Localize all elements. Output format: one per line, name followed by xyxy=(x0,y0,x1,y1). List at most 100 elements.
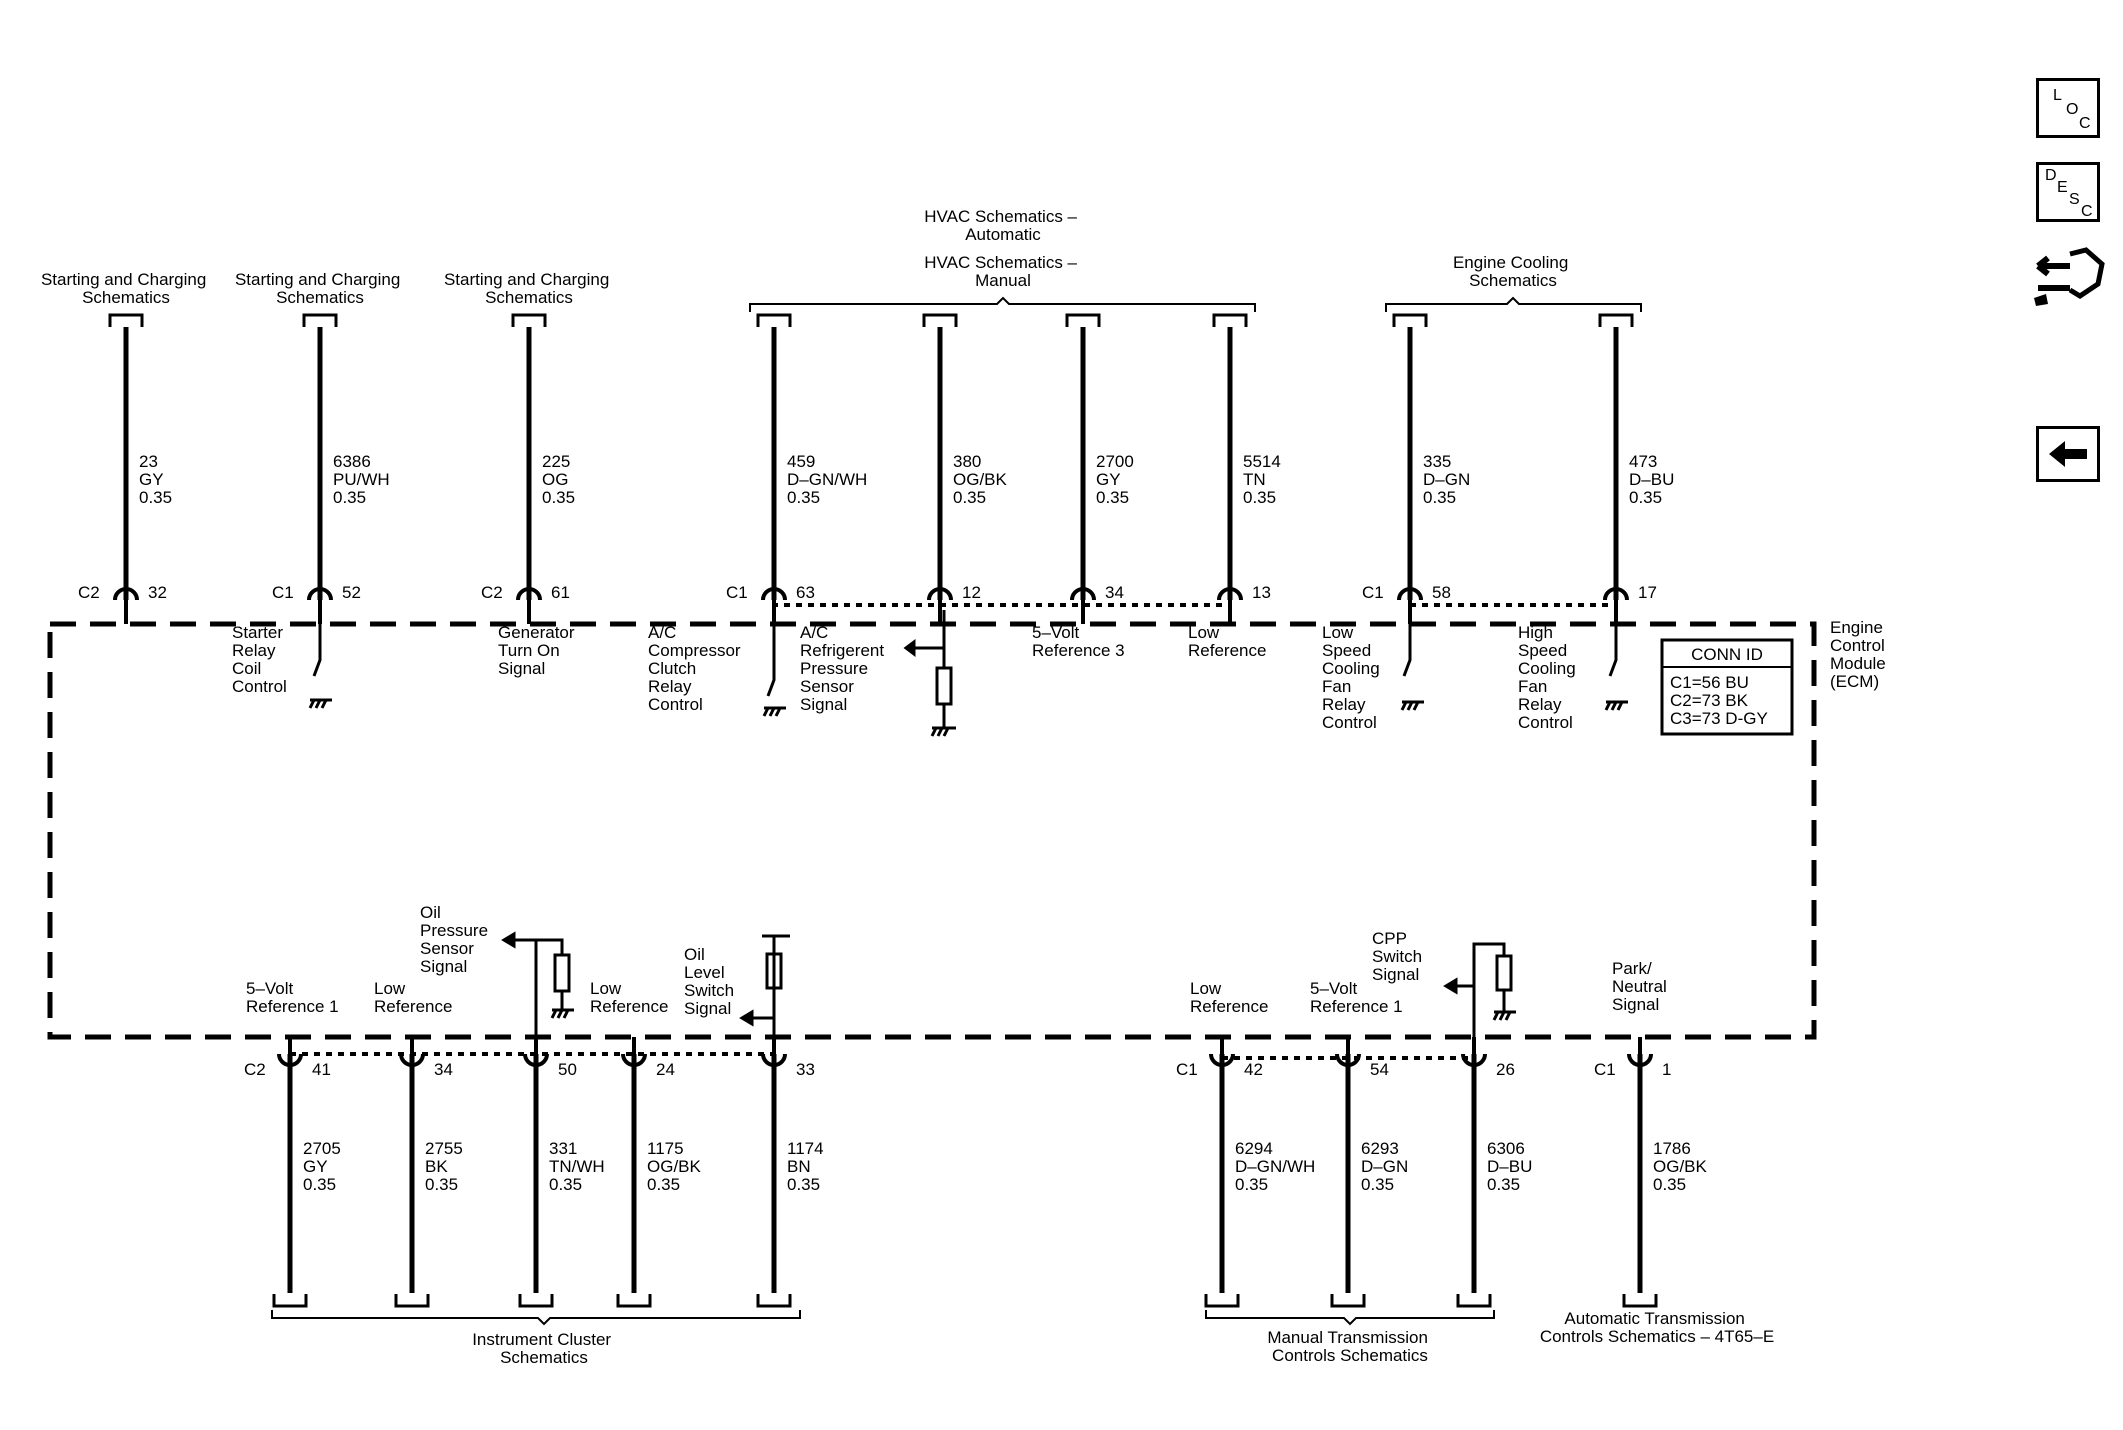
connector-pin-symbol xyxy=(1603,587,1629,601)
wire-spec-line: 331 xyxy=(549,1139,577,1158)
pin-number: 63 xyxy=(796,583,815,602)
circuit-label-line: Speed xyxy=(1322,641,1371,660)
ecm-module-boundary xyxy=(47,621,1817,1040)
reference-terminal xyxy=(756,1294,792,1308)
bottom-ref-line: Controls Schematics xyxy=(1272,1346,1428,1365)
top-ref-label: Engine Cooling Schematics xyxy=(1453,253,1573,290)
bottom-ref-line: Schematics xyxy=(500,1348,588,1367)
connector-id: C2 xyxy=(244,1060,266,1079)
circuit-label-line: Relay xyxy=(1518,695,1562,714)
wire-spec-line: TN xyxy=(1243,470,1266,489)
top-ref-label: HVAC Schematics – Manual xyxy=(924,253,1081,290)
circuit-label-line: A/C xyxy=(648,623,676,642)
connector-pin-symbol xyxy=(113,587,139,601)
module-title: Engine Control Module (ECM) xyxy=(1830,618,1891,691)
desc-letter: C xyxy=(2081,203,2093,220)
reference-terminal xyxy=(518,1294,554,1308)
reference-terminal xyxy=(1392,313,1428,327)
circuit-label-line: Low xyxy=(1188,623,1220,642)
wire-spec-line: OG/BK xyxy=(647,1157,702,1176)
wire-spec-line: 0.35 xyxy=(333,488,366,507)
circuit-label-line: Low xyxy=(1322,623,1354,642)
loc-letter: L xyxy=(2053,87,2062,104)
wire-spec-line: OG/BK xyxy=(1653,1157,1708,1176)
wire-spec-line: 1175 xyxy=(647,1139,684,1158)
wire-spec-line: GY xyxy=(303,1157,328,1176)
wire-spec-line: BN xyxy=(787,1157,811,1176)
reference-terminal xyxy=(1065,313,1101,327)
reference-terminal xyxy=(756,313,792,327)
top-ref-line: Manual xyxy=(975,271,1031,290)
wire-spec-line: 6306 xyxy=(1487,1139,1525,1158)
circuit-label-line: A/C xyxy=(800,623,828,642)
wire-spec-line: 1786 xyxy=(1653,1139,1691,1158)
wire-spec-line: 0.35 xyxy=(1361,1175,1394,1194)
connector-id: C1 xyxy=(1176,1060,1198,1079)
top-ref-line: Starting and Charging xyxy=(444,270,609,289)
reference-terminal xyxy=(511,313,547,327)
wire-spec-line: 225 xyxy=(542,452,570,471)
bottom-ref-label: Manual Transmission Controls Schematics xyxy=(1267,1328,1432,1365)
connector-end-view-icon[interactable] xyxy=(2030,244,2106,314)
connector-pin-symbol xyxy=(1070,587,1096,601)
top-ref-label: Starting and Charging Schematics xyxy=(41,270,211,307)
circuit-label-line: Low xyxy=(374,979,406,998)
conn-id-box: CONN ID C1=56 BU C2=73 BK C3=73 D-GY xyxy=(1660,638,1794,736)
wire-spec-line: 2705 xyxy=(303,1139,341,1158)
reference-terminal xyxy=(1204,1294,1240,1308)
circuit-label-line: Park/ xyxy=(1612,959,1652,978)
connector-pin-symbol xyxy=(927,587,953,601)
top-ref-label: HVAC Schematics – Automatic xyxy=(924,207,1081,244)
pin-number: 50 xyxy=(558,1060,577,1079)
wire-spec-line: 0.35 xyxy=(303,1175,336,1194)
desc-letter: S xyxy=(2069,191,2080,208)
pin-number: 41 xyxy=(312,1060,331,1079)
circuit-label-line: 5–Volt xyxy=(1310,979,1358,998)
connector-pin-symbol xyxy=(1397,587,1423,601)
circuit-label-line: Switch xyxy=(684,981,734,1000)
pin-number: 1 xyxy=(1662,1060,1671,1079)
circuit-label-line: Oil xyxy=(684,945,705,964)
circuit-label-line: Fan xyxy=(1518,677,1547,696)
circuit-label-line: Reference xyxy=(1190,997,1268,1016)
desc-letter: D xyxy=(2045,167,2057,184)
circuit-label-line: Pressure xyxy=(420,921,488,940)
top-ref-line: HVAC Schematics – xyxy=(924,207,1077,226)
circuit-label-line: Sensor xyxy=(420,939,474,958)
wire-spec-line: 0.35 xyxy=(787,488,820,507)
circuit-label-line: Relay xyxy=(1322,695,1366,714)
top-ref-label: Starting and Charging Schematics xyxy=(235,270,405,307)
pin-number: 52 xyxy=(342,583,361,602)
engine-cooling-group-brace xyxy=(1385,296,1642,312)
back-button[interactable] xyxy=(2036,426,2100,482)
wire-spec-line: 1174 xyxy=(787,1139,824,1158)
wire-spec-line: 0.35 xyxy=(1653,1175,1686,1194)
circuit-label-line: Control xyxy=(1518,713,1573,732)
wire-spec-line: 6293 xyxy=(1361,1139,1399,1158)
circuit-label-line: 5–Volt xyxy=(1032,623,1080,642)
wire-spec-line: D–BU xyxy=(1487,1157,1532,1176)
description-button[interactable]: D E S C xyxy=(2036,162,2100,222)
pin-number: 26 xyxy=(1496,1060,1515,1079)
circuit-label-line: Signal xyxy=(420,957,467,976)
wire-spec-line: 0.35 xyxy=(953,488,986,507)
top-ref-line: HVAC Schematics – xyxy=(924,253,1077,272)
pin-number: 34 xyxy=(1105,583,1124,602)
circuit-label-line: Low xyxy=(1190,979,1222,998)
bottom-ref-label: Automatic Transmission Controls Schemati… xyxy=(1540,1309,1774,1346)
location-button[interactable]: L O C xyxy=(2036,78,2100,138)
